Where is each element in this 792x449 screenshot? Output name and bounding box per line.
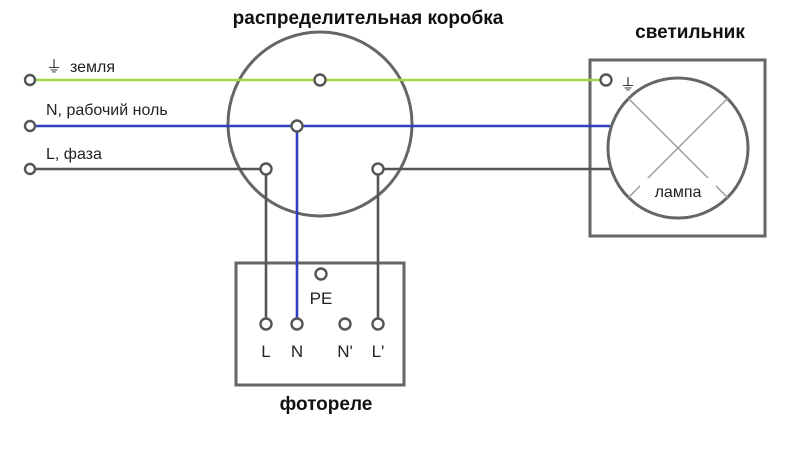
luminaire-title: светильник — [635, 22, 745, 43]
neutral-wire-label: N, рабочий ноль — [46, 102, 168, 119]
junction-phase-node — [259, 162, 273, 176]
photorelay-box — [234, 261, 406, 387]
junction-switched-node — [371, 162, 385, 176]
junction-ground-node — [313, 73, 327, 87]
junction-box-title: распределительная коробка — [233, 8, 504, 29]
ground-input-terminal — [23, 73, 37, 87]
neutral-input-terminal — [23, 119, 37, 133]
photorelay-n-label: N — [291, 342, 303, 361]
luminaire-box — [588, 58, 767, 238]
photorelay-l-label: L — [261, 342, 270, 361]
luminaire-ground-terminal — [599, 73, 613, 87]
photorelay-pe-terminal — [314, 267, 328, 281]
photorelay-title: фотореле — [280, 394, 373, 415]
photorelay-n-out-terminal — [338, 317, 352, 331]
luminaire-ground-symbol-icon: ⏚ — [620, 76, 636, 94]
ground-wire-label: земля — [70, 59, 115, 76]
ground-symbol-icon: ⏚ — [46, 58, 62, 76]
lamp-label-bg — [640, 178, 716, 204]
phase-wire-label: L, фаза — [46, 146, 102, 163]
lamp-circle — [606, 76, 750, 220]
photorelay-n-terminal — [290, 317, 304, 331]
junction-neutral-node — [290, 119, 304, 133]
junction-box — [226, 30, 414, 218]
photorelay-l-terminal — [259, 317, 273, 331]
phase-input-terminal — [23, 162, 37, 176]
lamp-label: лампа — [655, 184, 702, 201]
photorelay-n-out-label: N' — [337, 342, 353, 361]
photorelay-l-out-label: L' — [372, 342, 385, 361]
photorelay-pe-label: PE — [310, 289, 333, 308]
photorelay-l-out-terminal — [371, 317, 385, 331]
